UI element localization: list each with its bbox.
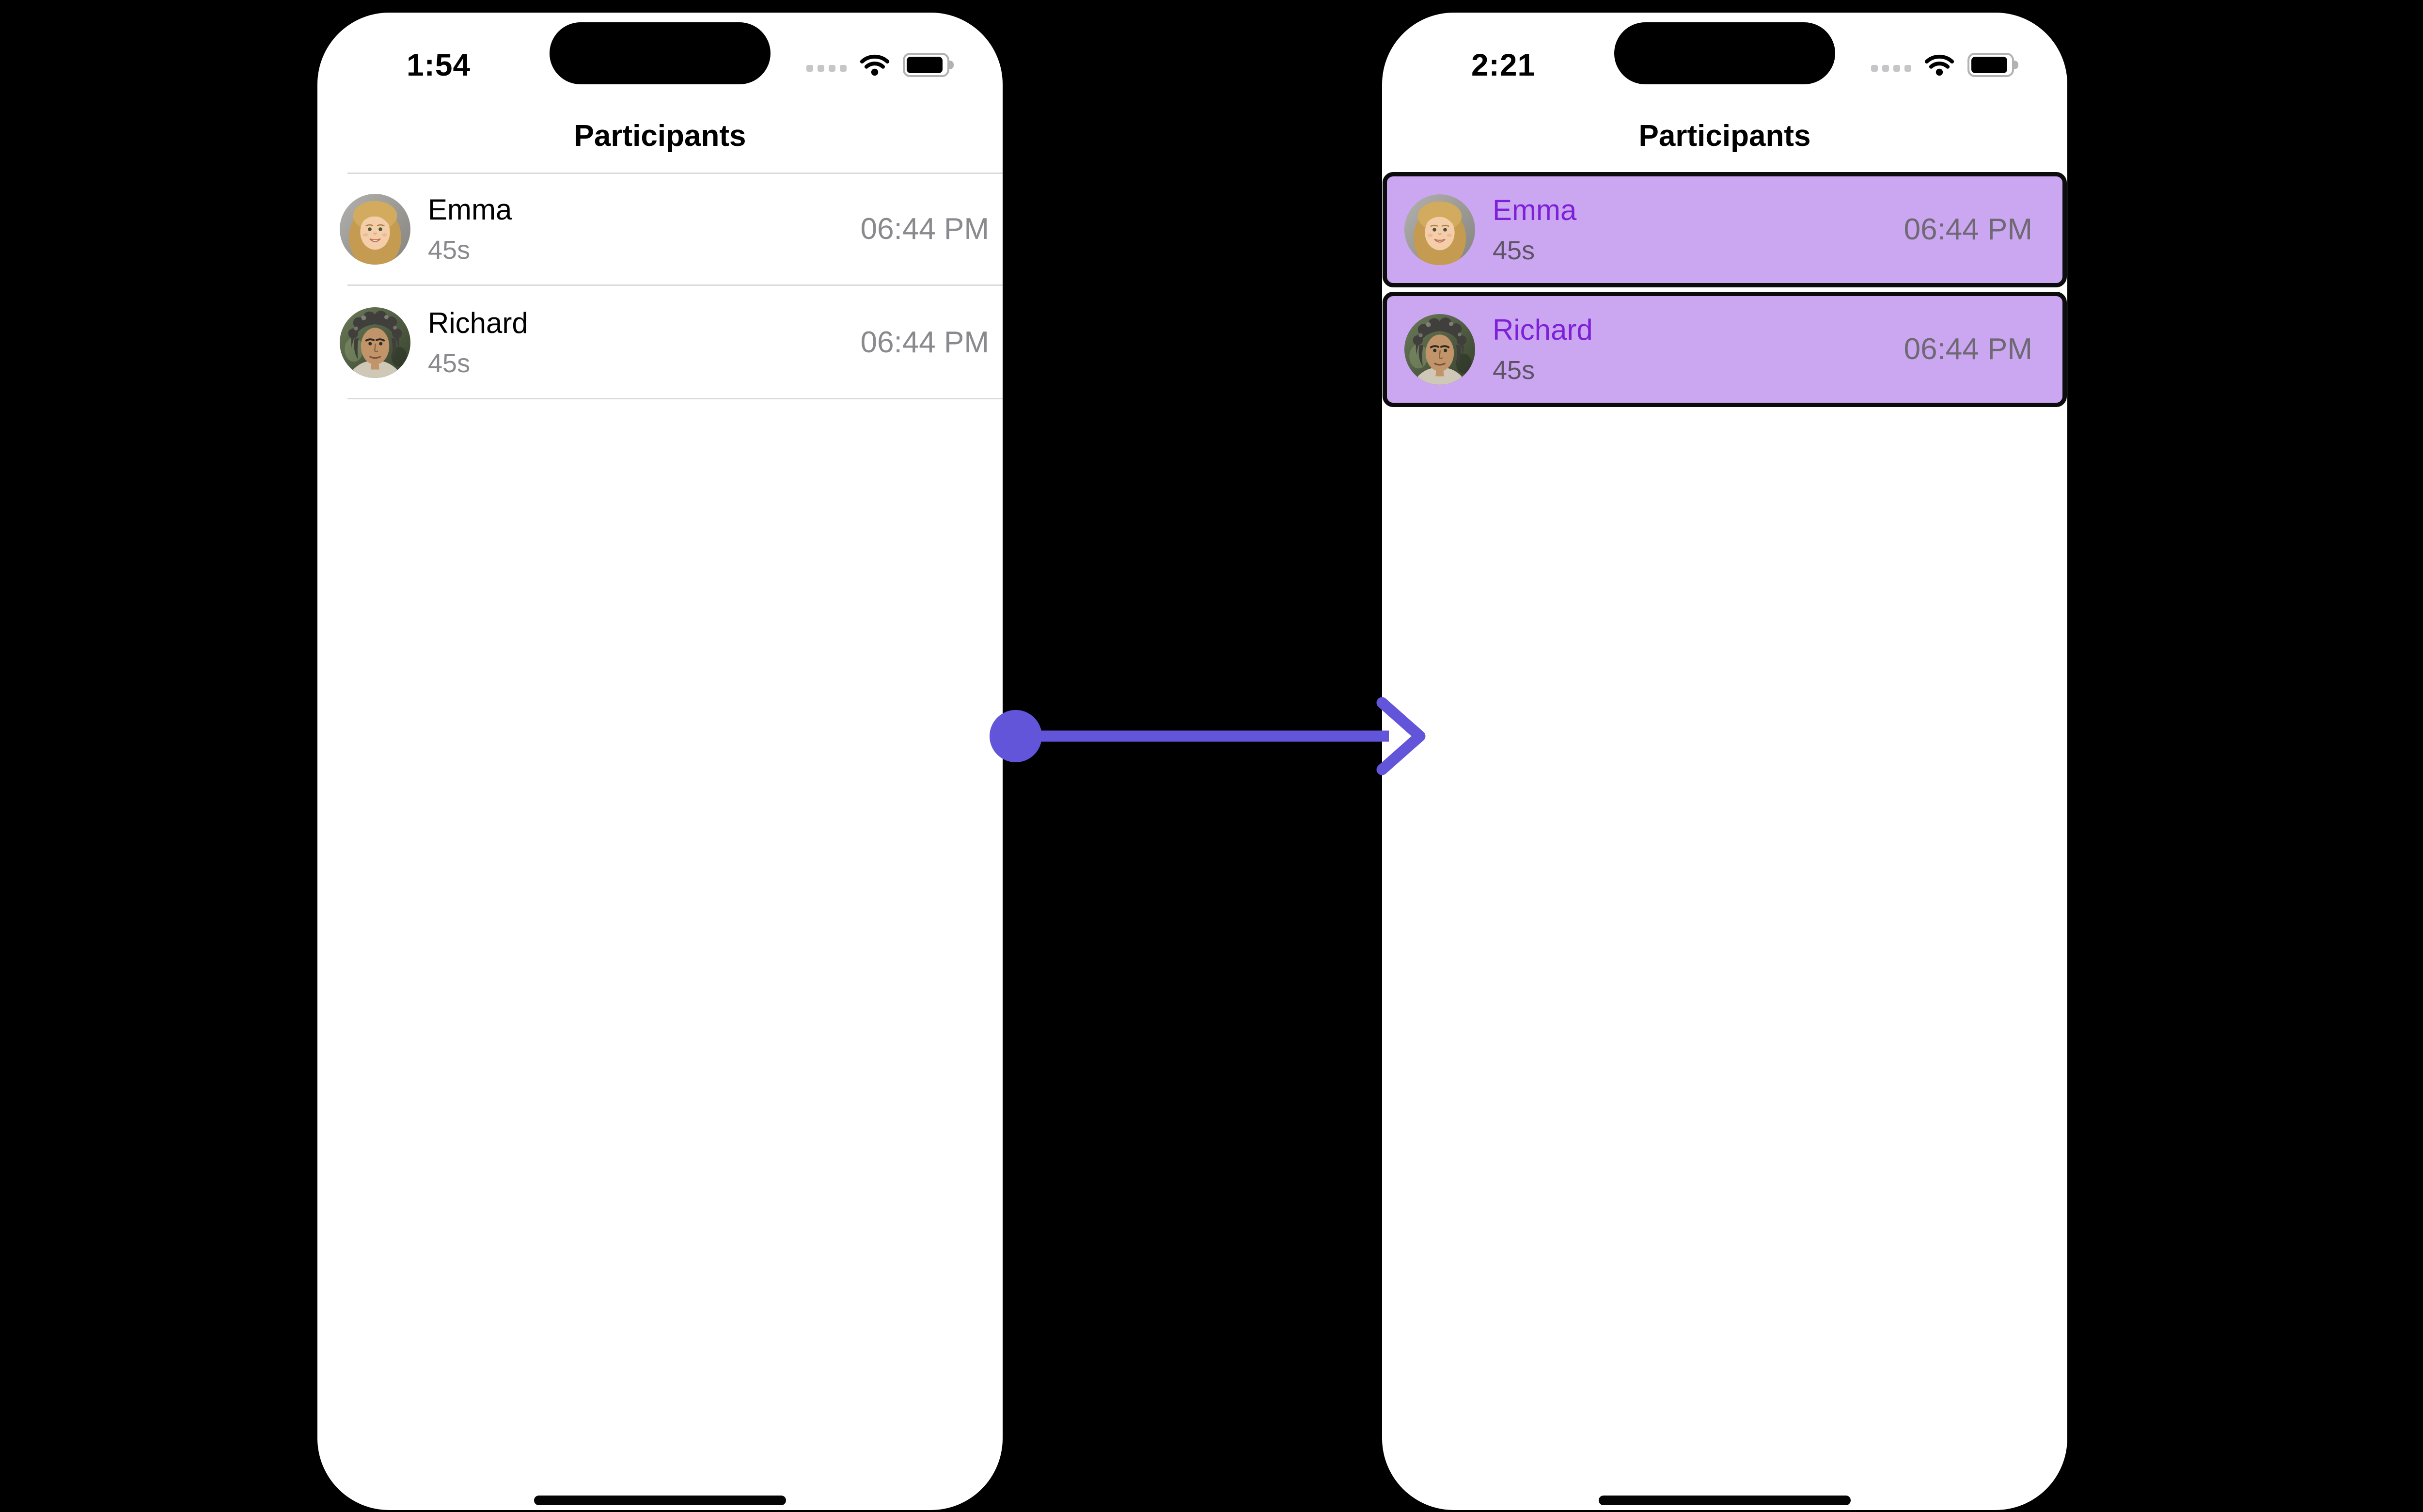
participant-name: Emma — [1493, 194, 1577, 226]
participant-name: Richard — [1493, 314, 1593, 346]
participant-card-richard[interactable]: Richard 45s 06:44 PM — [1383, 292, 2067, 407]
cellular-dots-icon — [1871, 58, 1911, 72]
participant-duration: 45s — [1493, 356, 1535, 385]
status-icons — [1871, 52, 2018, 78]
avatar-richard — [1404, 314, 1475, 385]
battery-icon — [903, 53, 954, 77]
page-title: Participants — [574, 119, 746, 153]
status-time: 1:54 — [406, 47, 471, 82]
participant-name: Emma — [428, 193, 512, 226]
status-time: 2:21 — [1471, 47, 1536, 82]
page-title: Participants — [1638, 119, 1811, 153]
participant-duration: 45s — [1493, 236, 1535, 265]
participant-card-emma[interactable]: Emma 45s 06:44 PM — [1383, 172, 2067, 287]
participant-duration: 45s — [428, 349, 471, 378]
participant-duration: 45s — [428, 236, 471, 265]
participant-time: 06:44 PM — [1904, 213, 2032, 246]
participant-name: Richard — [428, 307, 528, 339]
participant-time: 06:44 PM — [860, 212, 989, 246]
transition-arrow-icon — [990, 697, 1426, 775]
participant-row-emma[interactable]: Emma 45s 06:44 PM — [317, 173, 1003, 286]
wifi-icon — [1924, 54, 1954, 76]
home-indicator — [534, 1496, 786, 1505]
dynamic-island — [550, 22, 771, 84]
status-icons — [806, 52, 954, 78]
participant-row-richard[interactable]: Richard 45s 06:44 PM — [317, 286, 1003, 399]
phone-after: 2:21 Participants — [1382, 13, 2067, 1510]
participants-list-highlighted: Emma 45s 06:44 PM — [1383, 172, 2067, 407]
participant-time: 06:44 PM — [860, 326, 989, 359]
participants-list: Emma 45s 06:44 PM — [317, 173, 1003, 399]
home-indicator — [1599, 1496, 1851, 1505]
phone-before: 1:54 Participants — [317, 13, 1003, 1510]
dynamic-island — [1614, 22, 1835, 84]
avatar-emma — [1404, 194, 1475, 265]
wifi-icon — [860, 54, 890, 76]
avatar-richard — [340, 307, 410, 378]
avatar-emma — [340, 194, 410, 265]
cellular-dots-icon — [806, 58, 847, 72]
participant-time: 06:44 PM — [1904, 332, 2032, 366]
battery-icon — [1967, 53, 2018, 77]
